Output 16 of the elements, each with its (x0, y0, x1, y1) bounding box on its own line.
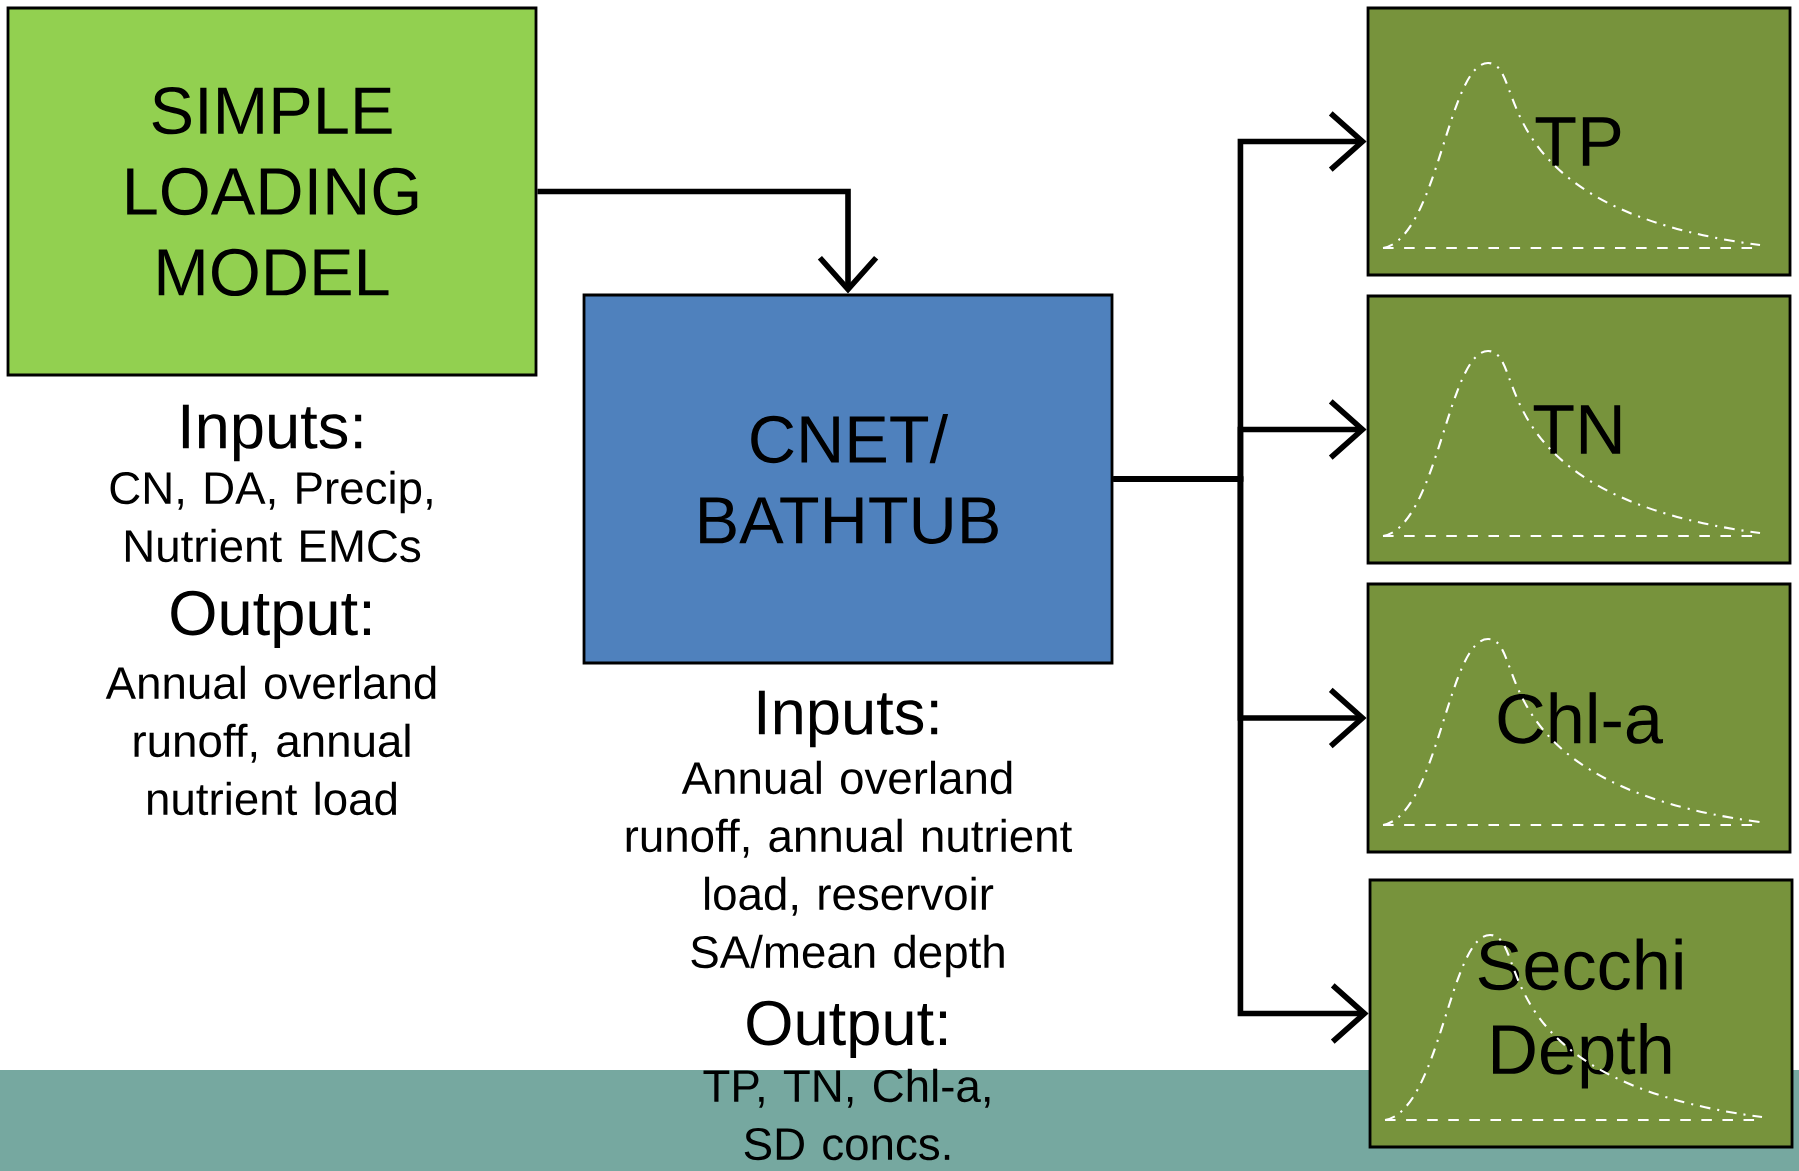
arrow (1113, 476, 1369, 1044)
section-heading: Inputs: (758, 690, 938, 748)
section-heading: Inputs: (182, 404, 362, 462)
output-box: Chl-a (1366, 582, 1792, 854)
model-box: SIMPLE LOADING MODEL (6, 6, 538, 377)
section-heading: Output: (171, 590, 370, 648)
output-box: Secchi Depth (1368, 878, 1794, 1149)
description-text: Annual overland runoff, annual nutrient load (105, 665, 436, 816)
output-box: TP (1366, 6, 1792, 277)
arrow (537, 188, 879, 294)
description-text: TP, TN, Chl-a, SD concs. (703, 1068, 990, 1161)
description-text: CN, DA, Precip, Nutrient EMCs (110, 470, 432, 563)
output-box: TN (1366, 294, 1792, 565)
section-heading: Output: (747, 1000, 946, 1058)
model-box: CNET/ BATHTUB (582, 293, 1114, 665)
description-text: Annual overland runoff, annual nutrient load, reservoir SA/mean depth (626, 760, 1072, 978)
